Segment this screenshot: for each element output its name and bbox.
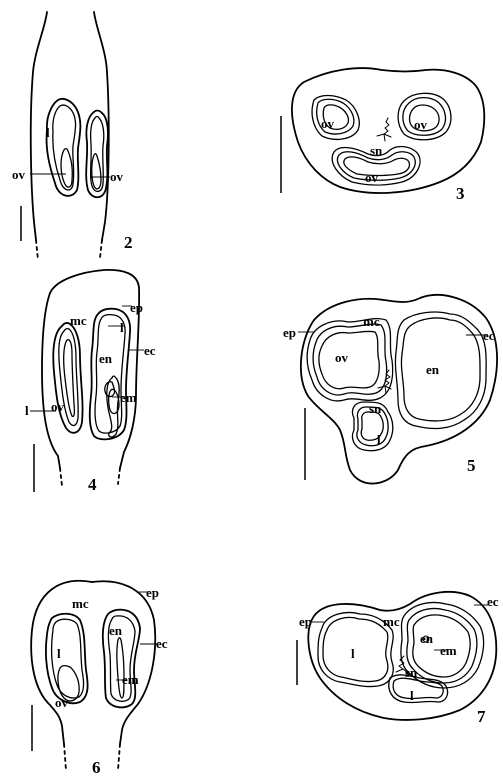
figure-7-label-ec: ec: [487, 594, 499, 609]
figure-5-label-l: l: [377, 432, 381, 447]
figure-2-label-l: l: [46, 125, 50, 140]
figure-6-label-mc: mc: [72, 596, 89, 611]
figure-3-number: 3: [456, 184, 465, 203]
figure-6-label-ov: ov: [55, 695, 69, 710]
figure-5-number: 5: [467, 456, 476, 475]
figure-4-label-ep: ep: [130, 300, 143, 315]
figure-7-label-ep: ep: [299, 614, 312, 629]
figure-3-label-sn: sn: [370, 143, 383, 158]
figure-3-label-ov-left: ov: [321, 116, 335, 131]
figure-4-label-ov: ov: [51, 399, 65, 414]
figure-5-label-en: en: [426, 362, 440, 377]
figure-4-label-em: em: [120, 390, 137, 405]
figure-4-label-ec: ec: [144, 343, 156, 358]
figure-7-label-en: en: [420, 631, 434, 646]
figure-4-label-en: en: [99, 351, 113, 366]
figure-4-label-l-lower: l: [25, 403, 29, 418]
figure-7-label-em: em: [440, 643, 457, 658]
figure-6-number: 6: [92, 758, 101, 776]
figure-4-number: 4: [88, 475, 97, 494]
figure-7-squiggle: [399, 656, 404, 669]
figure-7-label-sn: sn: [405, 665, 418, 680]
figure-6-label-ep: ep: [146, 585, 159, 600]
figure-3-label-ov-bottom: ov: [365, 170, 379, 185]
figure-7: ep ec mc en l em sn l 7: [297, 592, 499, 726]
figure-5-label-ep: ep: [283, 325, 296, 340]
figure-6-label-em: em: [122, 672, 139, 687]
figure-4-label-l-upper: l: [120, 320, 124, 335]
figure-7-number: 7: [477, 707, 486, 726]
figure-3: ov ov sn ov 3: [281, 68, 484, 203]
figure-7-label-mc: mc: [383, 614, 400, 629]
figure-6-label-ec: ec: [156, 636, 168, 651]
figure-2-label-ov-left: ov: [12, 167, 26, 182]
figure-6-label-l: l: [57, 646, 61, 661]
figure-5-label-ov: ov: [335, 350, 349, 365]
figure-2: l ov ov 2: [12, 12, 133, 260]
figure-3-squiggle: [384, 118, 389, 134]
figure-5-label-ec: ec: [483, 328, 495, 343]
figure-2-number: 2: [124, 233, 133, 252]
figure-6-label-en: en: [109, 623, 123, 638]
figure-7-label-l-lower: l: [410, 688, 414, 703]
figure-7-label-l-upper: l: [351, 646, 355, 661]
figure-6: ep mc en ec l em ov 6: [31, 581, 168, 776]
figure-5-label-mc: mc: [363, 314, 380, 329]
figure-5: ep mc ec ov en sn l 5: [283, 295, 497, 484]
figure-2-label-ov-right: ov: [110, 169, 124, 184]
figure-5-label-sn: sn: [369, 401, 382, 416]
figure-3-label-ov-right: ov: [414, 117, 428, 132]
figure-4: ep mc l en ec l ov em 4: [25, 270, 156, 494]
figure-4-label-mc: mc: [70, 313, 87, 328]
